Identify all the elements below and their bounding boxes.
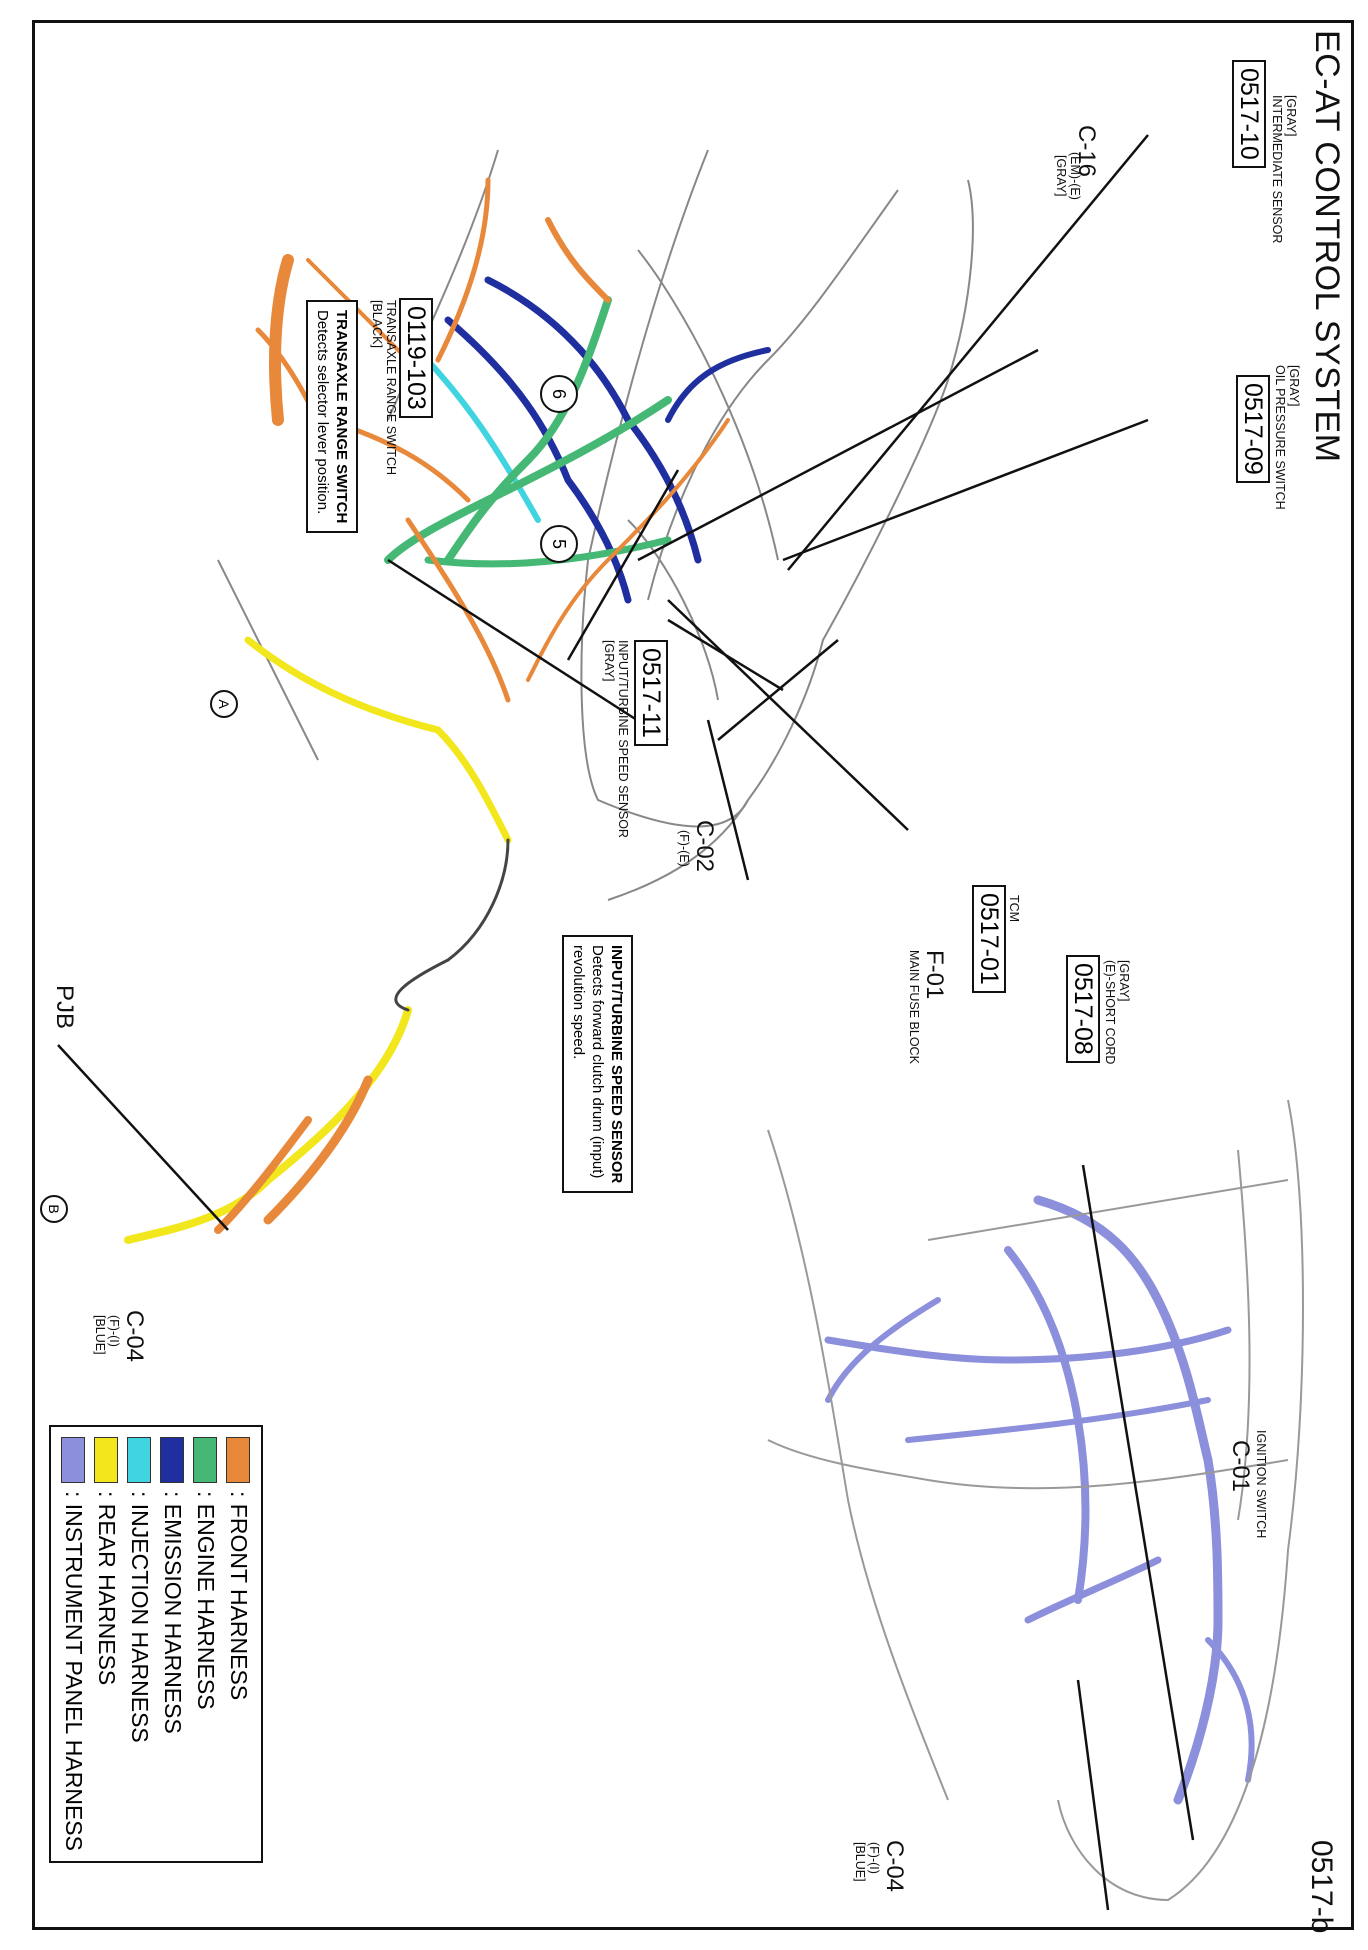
legend-label-injection: : INJECTION HARNESS bbox=[127, 1491, 153, 1743]
legend-swatch-injection bbox=[127, 1437, 152, 1483]
legend-label-rear: : REAR HARNESS bbox=[94, 1491, 120, 1686]
connector-c04-left-l1: (F)-(I) bbox=[107, 1315, 121, 1347]
connector-0517-08-box: 0517-08 bbox=[1066, 955, 1100, 1063]
connector-c04-left-l2: [BLUE] bbox=[93, 1315, 107, 1355]
note-input-turbine-speed-sensor: INPUT/TURBINE SPEED SENSOR Detects forwa… bbox=[562, 935, 633, 1194]
connector-0517-09-color: [GRAY] bbox=[1287, 365, 1301, 407]
connector-f01-desc: MAIN FUSE BLOCK bbox=[907, 950, 921, 1064]
connector-0517-01-desc: TCM bbox=[1007, 895, 1021, 923]
connector-pjb-code: PJB bbox=[51, 985, 78, 1030]
legend-row-front: : FRONT HARNESS bbox=[222, 1437, 255, 1851]
legend-swatch-instrument-panel bbox=[61, 1437, 86, 1483]
legend-label-engine: : ENGINE HARNESS bbox=[193, 1491, 219, 1710]
connector-c01-code: C-01 bbox=[1227, 1440, 1254, 1493]
connector-0517-11-color: [GRAY] bbox=[602, 640, 616, 682]
connector-c16-l2: [GRAY] bbox=[1054, 155, 1068, 197]
legend-label-front: : FRONT HARNESS bbox=[226, 1491, 252, 1701]
connector-c01-desc: IGNITION SWITCH bbox=[1254, 1430, 1268, 1539]
note-transaxle-range-switch: TRANSAXLE RANGE SWITCH Detects selector … bbox=[306, 300, 358, 534]
legend-label-instrument-panel: : INSTRUMENT PANEL HARNESS bbox=[61, 1491, 87, 1851]
instrument-panel-outline bbox=[767, 1099, 1304, 1902]
callout-a: A bbox=[210, 690, 238, 718]
leader-lines bbox=[57, 134, 1195, 1911]
legend-swatch-front bbox=[226, 1437, 251, 1483]
callout-5: 5 bbox=[540, 525, 578, 563]
note-its-line1: Detects forward clutch drum (input) bbox=[589, 945, 606, 1179]
connector-0517-10-color: [GRAY] bbox=[1284, 95, 1298, 137]
legend-label-emission: : EMISSION HARNESS bbox=[160, 1491, 186, 1734]
connector-c02-code: C-02 bbox=[691, 820, 718, 873]
connector-0517-11-box: 0517-11 bbox=[634, 640, 668, 746]
connector-c04-left-code: C-04 bbox=[121, 1310, 148, 1363]
connector-0517-09-box: 0517-09 bbox=[1236, 375, 1270, 483]
note-trs-title: TRANSAXLE RANGE SWITCH bbox=[333, 310, 350, 524]
connector-c04-right-l1: (F)-(I) bbox=[867, 1842, 881, 1874]
callout-b: B bbox=[40, 1195, 68, 1223]
legend-swatch-rear bbox=[94, 1437, 119, 1483]
rear-harness-bundles bbox=[124, 636, 512, 1244]
note-its-title: INPUT/TURBINE SPEED SENSOR bbox=[608, 945, 625, 1184]
legend-row-instrument-panel: : INSTRUMENT PANEL HARNESS bbox=[57, 1437, 90, 1851]
page-title: EC-AT CONTROL SYSTEM bbox=[1308, 30, 1346, 463]
connector-0517-08-color: [GRAY] bbox=[1117, 960, 1131, 1002]
harness-legend: : FRONT HARNESS : ENGINE HARNESS : EMISS… bbox=[49, 1425, 263, 1863]
instrument-panel-harness-bundles bbox=[824, 1195, 1255, 1805]
page-code: 0517-b bbox=[1305, 1840, 1338, 1934]
connector-c02-l1: (F)-(E) bbox=[677, 830, 691, 867]
connector-0119-103-box: 0119-103 bbox=[399, 298, 433, 418]
connector-0517-09-desc: OIL PRESSURE SWITCH bbox=[1273, 365, 1287, 510]
connector-0517-10-box: 0517-10 bbox=[1232, 60, 1266, 168]
note-trs-body: Detects selector lever position. bbox=[314, 310, 331, 515]
connector-0119-103-color: [BLACK] bbox=[370, 300, 384, 348]
legend-row-emission: : EMISSION HARNESS bbox=[156, 1437, 189, 1851]
connector-f01-code: F-01 bbox=[921, 950, 948, 1000]
connector-0517-01-box: 0517-01 bbox=[972, 885, 1006, 993]
connector-c16-l1: (EM)-(E) bbox=[1068, 152, 1082, 200]
connector-0119-103-desc: TRANSAXLE RANGE SWITCH bbox=[384, 300, 398, 476]
connector-c04-right-code: C-04 bbox=[881, 1840, 908, 1893]
connector-c04-right-l2: [BLUE] bbox=[853, 1842, 867, 1882]
legend-swatch-engine bbox=[193, 1437, 218, 1483]
connector-0517-11-desc: INPUT/TURBINE SPEED SENSOR bbox=[616, 640, 630, 838]
connector-0517-10-desc: INTERMEDIATE SENSOR bbox=[1270, 95, 1284, 244]
note-its-line2: revolution speed. bbox=[570, 945, 587, 1060]
legend-swatch-emission bbox=[160, 1437, 185, 1483]
legend-row-rear: : REAR HARNESS bbox=[90, 1437, 123, 1851]
legend-row-engine: : ENGINE HARNESS bbox=[189, 1437, 222, 1851]
callout-6: 6 bbox=[540, 375, 578, 413]
legend-row-injection: : INJECTION HARNESS bbox=[123, 1437, 156, 1851]
connector-0517-08-desc: (E)-SHORT CORD bbox=[1103, 960, 1117, 1065]
